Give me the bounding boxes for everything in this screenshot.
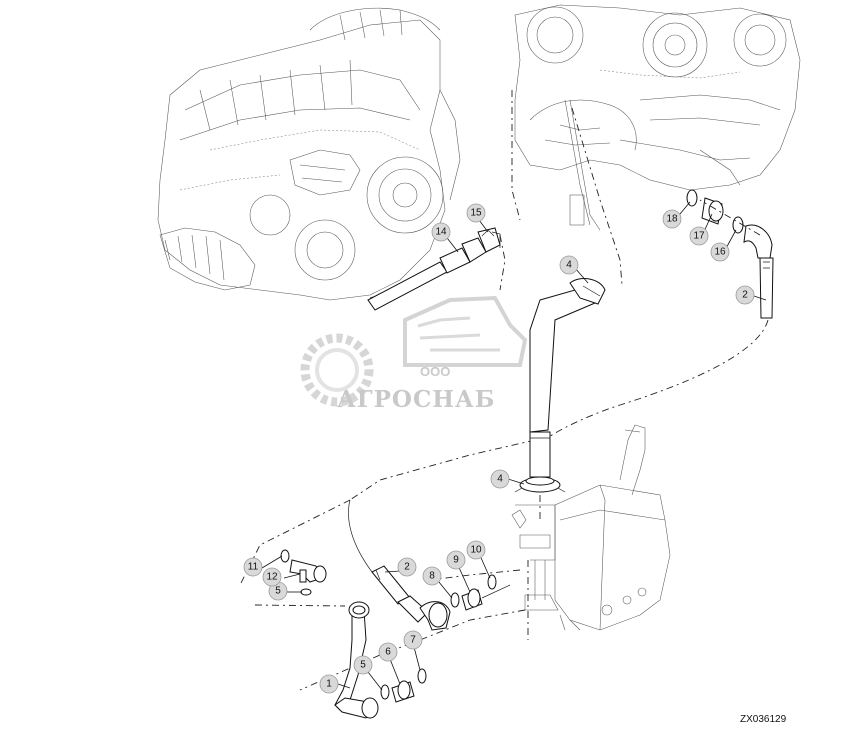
callout-18: 18 — [662, 209, 682, 229]
svg-text:5: 5 — [360, 660, 366, 671]
callout-4-lower: 4 — [490, 469, 510, 489]
upper-hose-assembly — [367, 227, 501, 311]
lower-hose-assembly — [348, 499, 451, 631]
svg-text:4: 4 — [566, 260, 572, 271]
callout-11: 11 — [243, 557, 263, 577]
svg-text:2: 2 — [742, 290, 748, 301]
callout-12: 12 — [262, 567, 282, 587]
svg-text:4: 4 — [497, 474, 503, 485]
routing-line-lower — [349, 439, 536, 501]
svg-text:5: 5 — [275, 586, 281, 597]
svg-text:17: 17 — [693, 231, 705, 242]
callout-5-lower: 5 — [353, 655, 373, 675]
fitting-group-8-9-10 — [450, 574, 511, 611]
callout-2-lower: 2 — [397, 557, 417, 577]
watermark-company-name: АГРОСНАБ — [337, 386, 495, 413]
callout-17: 17 — [689, 226, 709, 246]
callout-2-right: 2 — [735, 285, 755, 305]
turbo-machine-illustration — [514, 4, 801, 231]
svg-text:11: 11 — [248, 562, 259, 573]
svg-text:14: 14 — [435, 227, 447, 238]
engine-illustration — [157, 7, 461, 301]
callout-7: 7 — [403, 630, 423, 650]
fitting-group-11-12-5 — [280, 549, 327, 596]
callout-14: 14 — [431, 222, 451, 242]
fitting-group-5-6-7 — [380, 668, 427, 703]
svg-text:2: 2 — [404, 562, 410, 573]
callout-4-upper: 4 — [559, 255, 579, 275]
callout-15: 15 — [466, 203, 486, 223]
callout-6: 6 — [378, 642, 398, 662]
svg-text:9: 9 — [453, 555, 459, 566]
svg-text:10: 10 — [470, 545, 482, 556]
lower-assembly-frame — [239, 499, 526, 691]
center-pipe-assembly — [514, 278, 606, 493]
callout-8: 8 — [422, 566, 442, 586]
routing-line-vertical — [527, 495, 541, 640]
svg-text:8: 8 — [429, 571, 435, 582]
watermark-prefix: ООО — [420, 364, 450, 379]
callout-1: 1 — [319, 674, 339, 694]
callout-16: 16 — [710, 242, 730, 262]
routing-line-return — [544, 319, 769, 441]
callout-leaders — [261, 201, 767, 691]
svg-text:15: 15 — [470, 208, 482, 219]
right-fitting-assembly — [686, 189, 774, 319]
svg-text:18: 18 — [666, 214, 678, 225]
svg-text:6: 6 — [385, 647, 391, 658]
figure-id: ZX036129 — [740, 714, 787, 725]
svg-text:7: 7 — [410, 635, 416, 646]
svg-text:16: 16 — [714, 247, 726, 258]
routing-line-upper — [511, 90, 623, 286]
svg-text:12: 12 — [266, 572, 278, 583]
reservoir-illustration — [511, 424, 671, 631]
callout-9: 9 — [446, 550, 466, 570]
svg-text:1: 1 — [326, 679, 332, 690]
pipe-1-assembly — [334, 601, 379, 719]
agrosnab-watermark: ООО АГРОСНАБ — [300, 295, 528, 413]
callout-10: 10 — [466, 540, 486, 560]
